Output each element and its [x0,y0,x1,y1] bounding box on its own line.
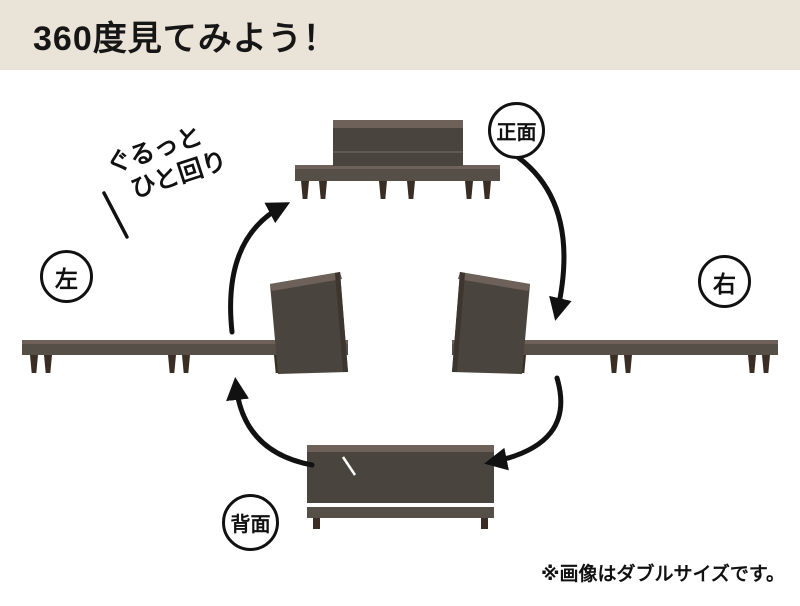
rotation-caption: ぐるっと ひと回り [102,116,231,211]
size-footnote: ※画像はダブルサイズです。 [540,564,785,585]
page-title: 360度見てみよう！ [33,19,338,58]
header-banner: 360度見てみよう！ [0,0,800,70]
bed-left-view-image [22,272,348,374]
rotation-diagram: 正面 左 右 背面 ぐるっと ひと回り ※画像はダブルサイズです。 [0,70,800,606]
label-front-view: 正面 [488,102,545,159]
label-back-view: 背面 [222,494,279,551]
arrow-right-to-back-icon [484,375,564,471]
label-right-view: 右 [698,255,751,308]
arrow-back-to-left-icon [226,376,315,468]
bed-back-view-image [307,445,494,529]
label-left-view: 左 [40,250,93,303]
bed-front-view-image [295,120,500,199]
